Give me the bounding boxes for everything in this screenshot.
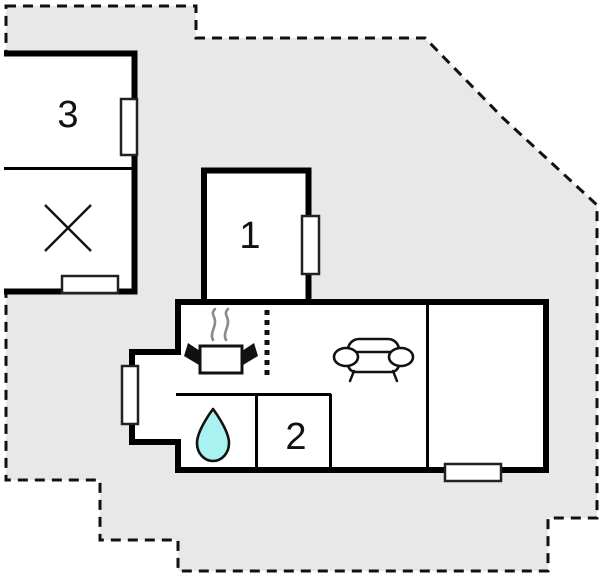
room-3-block: 3 (4, 50, 139, 295)
room-label-3: 3 (57, 94, 78, 136)
room-label-2: 2 (285, 416, 306, 458)
main-building: 2 (120, 299, 549, 483)
room-label-1: 1 (239, 215, 260, 257)
window-room1-east (300, 214, 321, 276)
door-room3-south (60, 274, 120, 295)
cross-marker (44, 204, 92, 252)
main-building-outer-wall (129, 299, 549, 473)
window-kitchen-west (120, 364, 140, 426)
room-3-floor (4, 52, 136, 293)
water-drop-icon (195, 407, 231, 463)
room-1-block: 1 (201, 167, 321, 302)
main-building-floor (130, 300, 548, 472)
sofa-icon (332, 337, 415, 383)
window-room3-east (119, 97, 139, 157)
door-building-south (443, 462, 503, 483)
room-1-floor (204, 168, 310, 302)
stove-pot-icon (184, 307, 258, 375)
